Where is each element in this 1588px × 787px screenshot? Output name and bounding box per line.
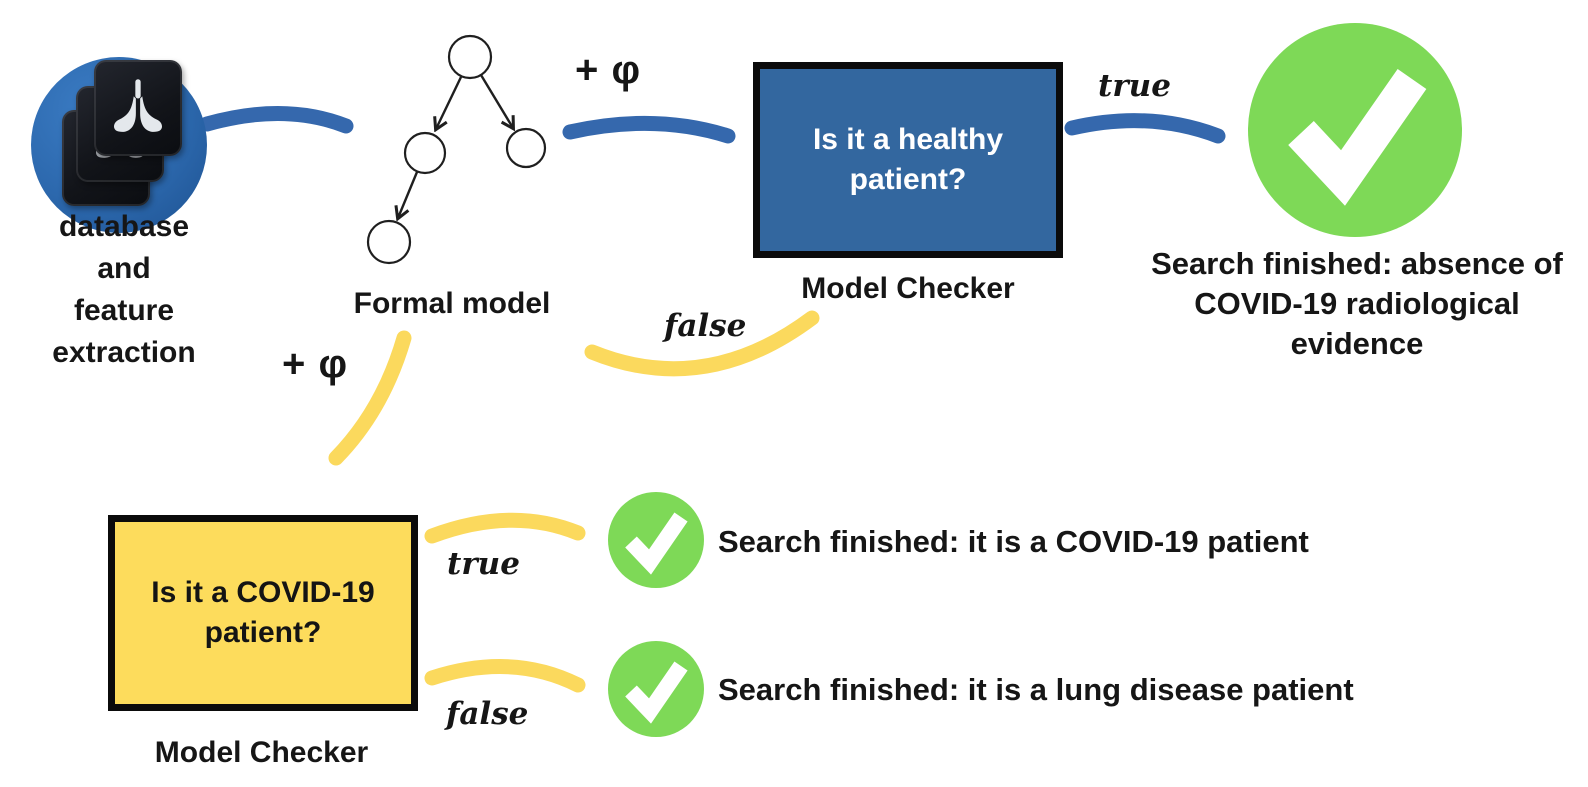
model-checker-covid-label: Model Checker — [154, 736, 369, 769]
model-checker-healthy-box: Is it a healthy patient? — [753, 62, 1063, 258]
result-covid-text: Search finished: it is a COVID-19 patien… — [718, 524, 1309, 559]
covid-check-icon — [608, 492, 704, 588]
tree-node — [447, 34, 493, 80]
tree-edge — [436, 76, 463, 129]
healthy-check-icon — [1248, 23, 1462, 237]
xray-film-front-icon — [94, 60, 182, 156]
tree-edge — [398, 171, 419, 218]
lungs-icon — [114, 79, 162, 132]
database-label-line: feature — [73, 294, 175, 327]
tree-node — [366, 219, 412, 265]
database-label-line: extraction — [52, 336, 196, 369]
database-label-line: and — [97, 252, 151, 285]
edge-label-false-bottom: false — [446, 696, 529, 732]
phi-formula-top: + φ — [575, 48, 642, 92]
tree-node — [403, 131, 447, 175]
edge-label-true-top: true — [1098, 68, 1171, 104]
arrow-true-to-healthy-result — [1064, 113, 1226, 144]
tree-node — [505, 127, 547, 169]
edge-label-true-bottom: true — [447, 546, 520, 582]
formal-model-tree — [366, 34, 547, 265]
healthy-question-line: Is it a healthy — [812, 123, 1004, 156]
lung-disease-check-icon — [608, 641, 704, 737]
arrow-true-to-covid-result — [424, 512, 586, 544]
result-lung-text: Search finished: it is a lung disease pa… — [718, 672, 1354, 707]
edge-label-false-top: false — [664, 308, 747, 344]
phi-formula-bottom: + φ — [282, 342, 349, 386]
result-healthy-text: Search finished: absence of COVID-19 rad… — [1128, 244, 1586, 364]
result-healthy-line: Search finished: absence of — [1151, 246, 1563, 281]
model-checker-healthy-label: Model Checker — [801, 272, 1015, 305]
covid-question-line: Is it a COVID-19 — [151, 576, 375, 609]
database-label: database and feature extraction — [18, 206, 230, 374]
result-healthy-line: evidence — [1290, 326, 1424, 361]
arrow-database-to-model — [199, 105, 354, 134]
arrow-model-to-checker — [562, 115, 736, 144]
arrow-false-to-lung-result — [424, 659, 586, 693]
database-label-line: database — [58, 210, 190, 243]
healthy-question-line: patient? — [849, 163, 967, 196]
covid-question-line: patient? — [204, 616, 322, 649]
model-checker-covid-box: Is it a COVID-19 patient? — [108, 515, 418, 711]
formal-model-label: Formal model — [353, 287, 551, 320]
result-healthy-line: COVID-19 radiological — [1194, 286, 1520, 321]
tree-edge — [479, 74, 513, 128]
database-icon — [28, 50, 212, 236]
